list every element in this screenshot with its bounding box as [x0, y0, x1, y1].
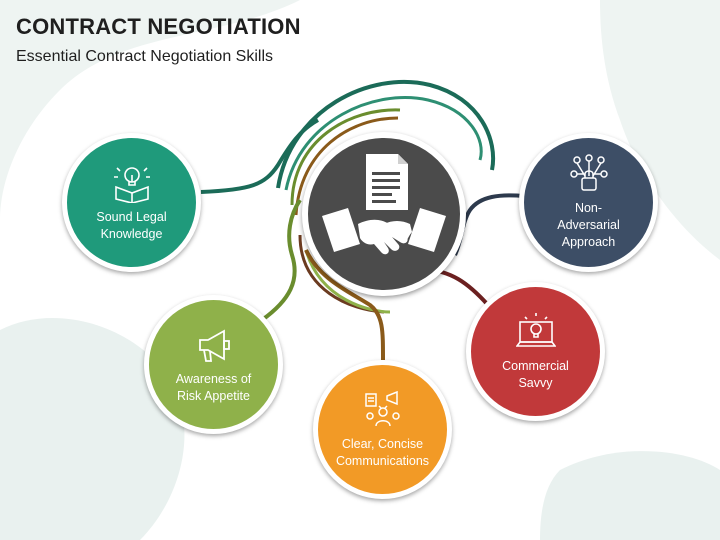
page-title: CONTRACT NEGOTIATION — [16, 14, 301, 39]
node-non-adversarial-approach: Non- Adversarial Approach — [519, 133, 658, 272]
contract-handshake-icon — [322, 154, 446, 255]
node-clear-concise-communications: Clear, Concise Communications — [313, 360, 452, 499]
node-sound-legal-knowledge: Sound Legal Knowledge — [62, 133, 201, 272]
node-awareness-of-risk-appetite: Awareness of Risk Appetite — [144, 295, 283, 434]
hub-circle — [302, 132, 466, 296]
lightbulb-book-icon — [112, 163, 152, 204]
node-commercial-savvy: Commercial Savvy — [466, 282, 605, 421]
node-label: Sound Legal Knowledge — [96, 209, 167, 241]
megaphone-icon — [194, 325, 234, 365]
node-label: Clear, Concise Communications — [335, 436, 430, 468]
node-label: Commercial Savvy — [502, 358, 569, 390]
node-label: Awareness of Risk Appetite — [175, 371, 252, 403]
communication-icon — [363, 390, 403, 430]
idea-laptop-icon — [514, 312, 557, 352]
page-subtitle: Essential Contract Negotiation Skills — [16, 48, 274, 65]
network-lock-icon — [569, 154, 609, 194]
node-label: Non- Adversarial Approach — [557, 201, 620, 249]
